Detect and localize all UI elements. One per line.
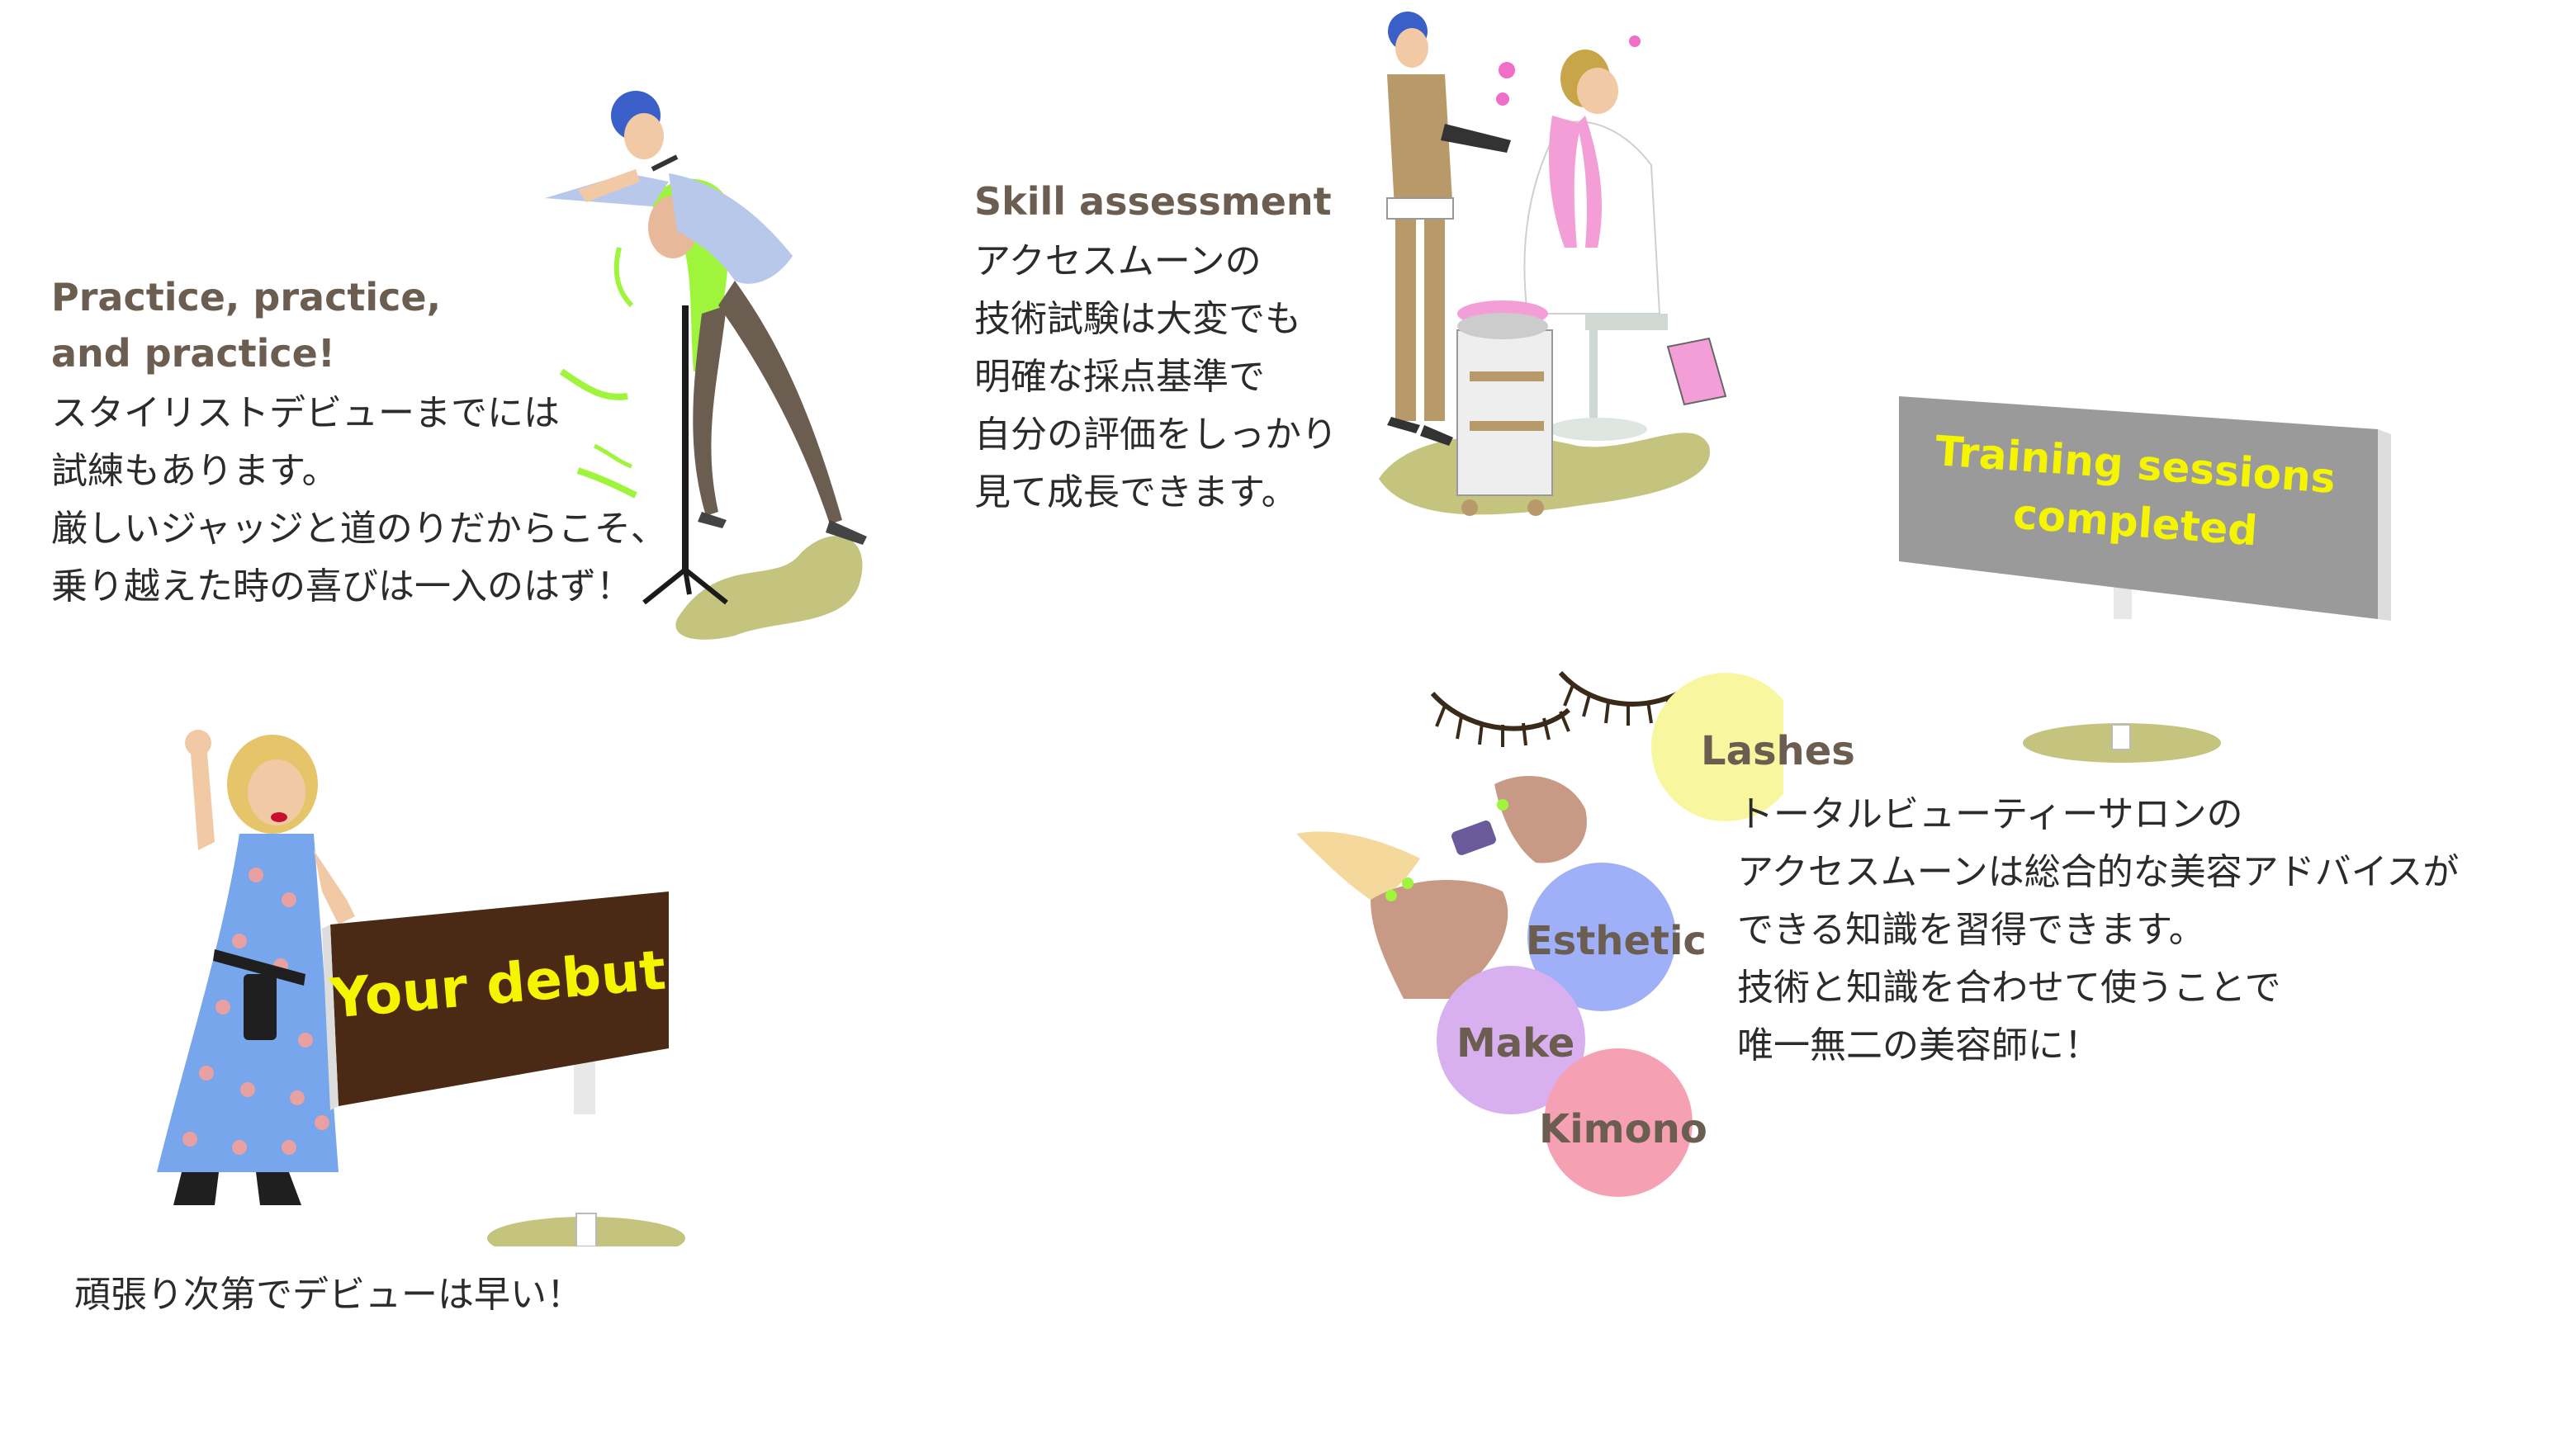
skill-body-line: 見て成長できます。: [974, 471, 1298, 513]
make-label: Make: [1456, 1020, 1575, 1067]
esthetic-label: Esthetic: [1526, 918, 1707, 964]
practice-body-line: 厳しいジャッジと道のりだからこそ、: [51, 508, 667, 550]
beauty-body-line: 技術と知識を合わせて使うことで: [1737, 967, 2281, 1009]
skill-body-line: アクセスムーンの: [974, 240, 1262, 282]
kimono-label: Kimono: [1539, 1106, 1707, 1152]
practice-body: スタイリストデビューまでには 試練もあります。 厳しいジャッジと道のりだからこそ…: [51, 385, 667, 616]
skill-section: Skill assessment アクセスムーンの 技術試験は大変でも 明確な採…: [974, 173, 1338, 522]
training-sign: Training sessions completed: [1899, 396, 2391, 763]
hairdresser-practice-illustration: [545, 91, 867, 640]
skill-body: アクセスムーンの 技術試験は大変でも 明確な採点基準で 自分の評価をしっかり 見…: [974, 233, 1338, 522]
lashes-circle: [1651, 673, 1783, 821]
lashes-label: Lashes: [1701, 728, 1855, 774]
practice-heading-line: and practice!: [51, 331, 335, 376]
kimono-circle: [1544, 1048, 1693, 1197]
practice-body-line: 乗り越えた時の喜びは一入のはず！: [51, 565, 632, 608]
debut-caption: 頑張り次第でデビューは早い！: [74, 1274, 583, 1316]
practice-heading-line: Practice, practice,: [51, 275, 442, 319]
skill-body-line: 明確な採点基準で: [974, 356, 1265, 398]
skill-body-line: 自分の評価をしっかり: [974, 414, 1338, 456]
debut-woman-illustration: [157, 730, 355, 1205]
skill-heading: Skill assessment: [974, 179, 1332, 224]
practice-heading: Practice, practice, and practice!: [51, 269, 667, 381]
debut-sign: Your debut: [322, 892, 685, 1246]
beauty-body: トータルビューティーサロンの アクセスムーンは総合的な美容アドバイスが できる知…: [1737, 786, 2459, 1075]
make-circle: [1437, 966, 1585, 1114]
practice-body-line: 試練もあります。: [51, 450, 339, 492]
skill-body-line: 技術試験は大変でも: [974, 298, 1301, 340]
esthetic-circle: [1527, 863, 1676, 1011]
beauty-body-line: できる知識を習得できます。: [1737, 909, 2205, 951]
beauty-circles: [1437, 673, 1783, 1197]
practice-body-line: スタイリストデビューまでには: [51, 392, 560, 434]
beauty-body-line: トータルビューティーサロンの: [1737, 793, 2243, 835]
haircut-assessment-illustration: [1379, 12, 1727, 516]
nail-painting-hands-icon: [1296, 776, 1587, 999]
practice-section: Practice, practice, and practice! スタイリスト…: [51, 269, 667, 616]
beauty-body-line: 唯一無二の美容師に！: [1737, 1024, 2100, 1067]
beauty-body-line: アクセスムーンは総合的な美容アドバイスが: [1737, 851, 2460, 893]
